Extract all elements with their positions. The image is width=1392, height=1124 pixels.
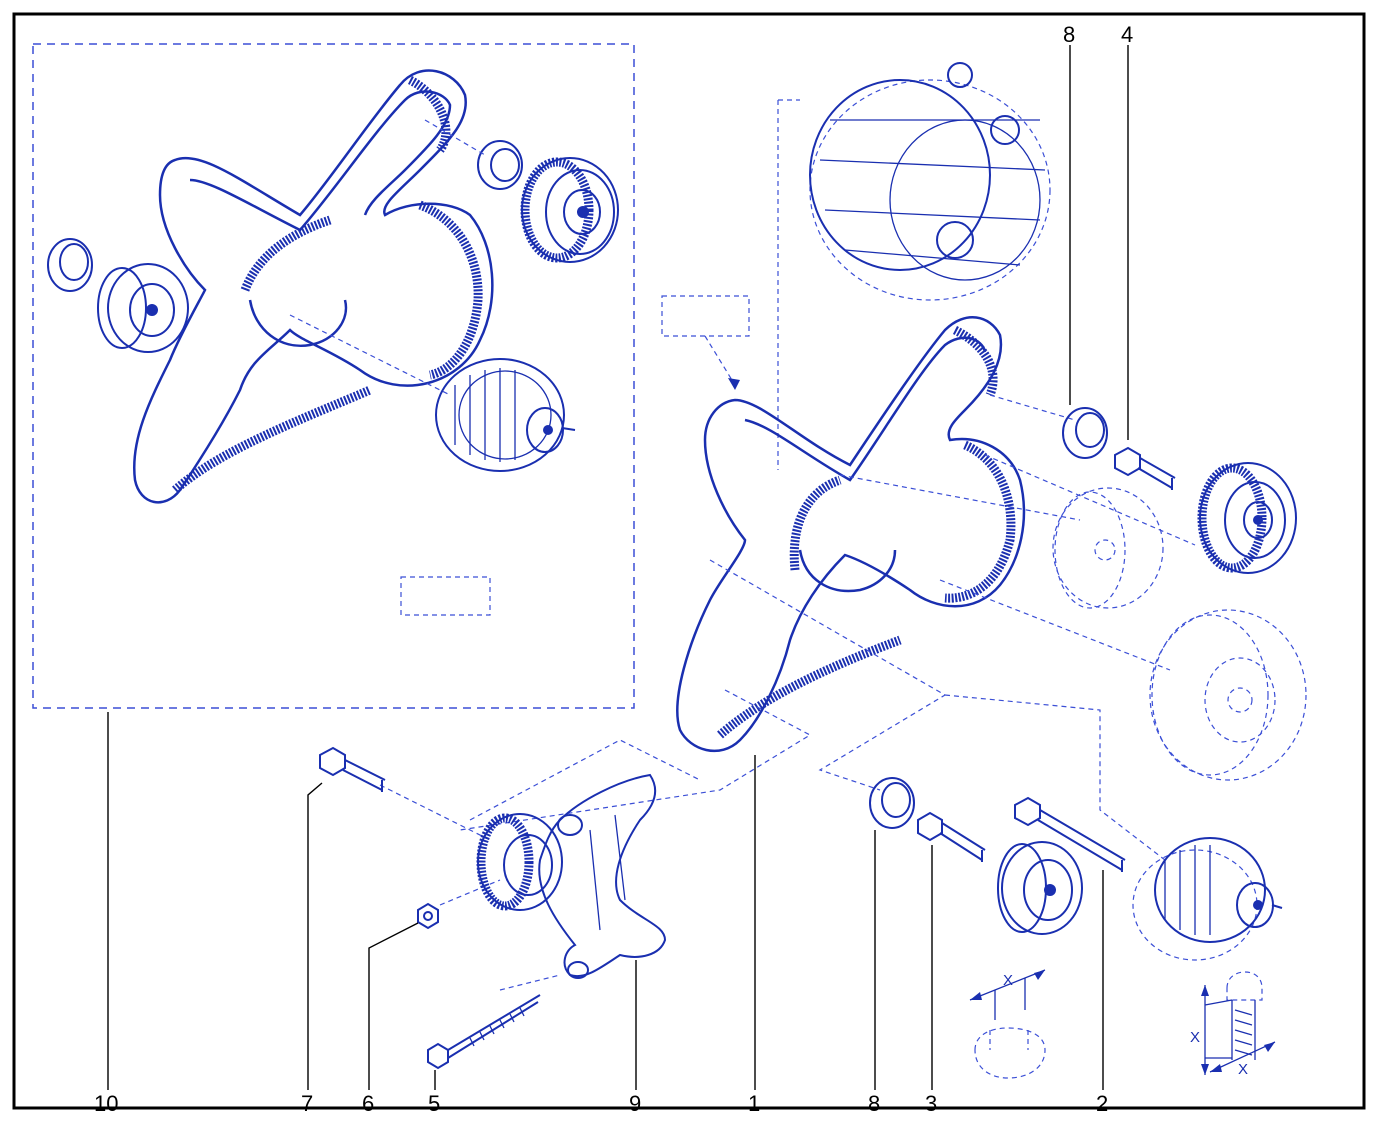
kit-placeholder-box: [400, 576, 491, 616]
main-placeholder-box: [661, 295, 750, 337]
callout-2: 2: [1096, 1091, 1108, 1116]
bolt-x-mark-vertical: X: [1190, 1029, 1200, 1046]
main-belt: [676, 316, 1026, 753]
water-pump-pulley: [1052, 487, 1164, 609]
tensioner-pulley: [476, 813, 563, 911]
callout-10: 10: [94, 1091, 118, 1116]
bolt-2: [1014, 796, 1126, 872]
placeholder-arrowhead: [728, 378, 740, 390]
alternator: [809, 62, 1051, 301]
kit-idler-cap: [477, 140, 523, 190]
callout-4: 4: [1121, 22, 1133, 47]
lower-idler-pulley: [997, 841, 1083, 935]
nut-6: [417, 902, 439, 930]
callout-7: 7: [301, 1091, 313, 1116]
bolt-7: [319, 746, 386, 792]
bolt-x-mark-horizontal: X: [1238, 1061, 1248, 1078]
kit-tensioner: [435, 358, 576, 472]
leader-lines: [107, 45, 1129, 1090]
kit-axis-line-2: [424, 119, 486, 156]
callout-3: 3: [925, 1091, 937, 1116]
upper-bolt: [1114, 446, 1176, 490]
alternator-leader-dashed: [777, 99, 800, 470]
kit-axis-line: [289, 314, 451, 396]
kit-small-cap: [47, 238, 93, 292]
main-guide-lines: [379, 394, 1196, 991]
callout-5: 5: [428, 1091, 440, 1116]
bolt-5: [427, 994, 541, 1070]
callout-8-bottom: 8: [868, 1091, 880, 1116]
placeholder-arrow-line: [704, 335, 736, 386]
callout-6: 6: [362, 1091, 374, 1116]
nut-dimension-detail: X: [969, 969, 1046, 1079]
crankshaft-pulley: [1149, 609, 1307, 781]
bolt-dimension-detail: X X: [1190, 971, 1276, 1078]
kit-left-roller: [97, 263, 189, 353]
tensioner-bracket: [538, 773, 667, 979]
lower-cap: [869, 777, 915, 829]
callout-8-top: 8: [1063, 22, 1075, 47]
kit-group-box: [32, 43, 635, 709]
diagram-frame: [12, 12, 1366, 1110]
main-tensioner: [1132, 837, 1283, 961]
callout-1: 1: [748, 1091, 760, 1116]
kit-idler-pulley: [520, 157, 619, 263]
kit-belt: [133, 69, 494, 504]
callout-9: 9: [629, 1091, 641, 1116]
nut-x-mark: X: [1003, 972, 1013, 989]
upper-cap: [1062, 407, 1108, 459]
bolt-3: [917, 811, 986, 862]
upper-idler-pulley: [1197, 462, 1297, 574]
